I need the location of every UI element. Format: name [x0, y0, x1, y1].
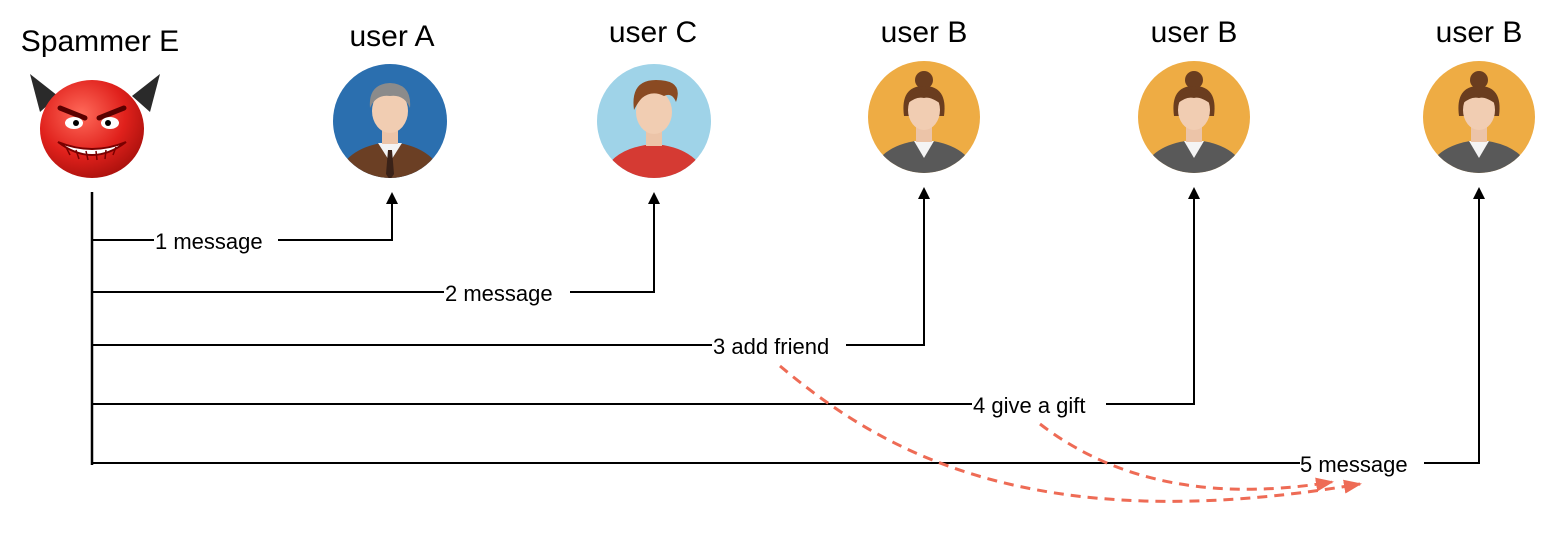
actor-title-user-b-3: user B	[1435, 16, 1523, 49]
actor-title-user-c: user C	[608, 16, 698, 49]
businesswoman-avatar-icon	[1423, 61, 1535, 173]
message-label-3: 3 add friend	[713, 334, 829, 359]
young-man-avatar-icon	[597, 64, 711, 178]
businesswoman-avatar-icon	[868, 61, 980, 173]
devil-face-icon	[30, 74, 160, 178]
dashed-arrow-gift-to-message	[1039, 422, 1334, 492]
message-arrow-3: 3 add friend	[92, 187, 930, 359]
message-arrow-2: 2 message	[92, 192, 660, 306]
dashed-arrow-add-friend-to-message	[779, 364, 1362, 503]
message-label-2: 2 message	[445, 281, 553, 306]
businessman-avatar-icon	[333, 64, 447, 178]
message-label-1: 1 message	[155, 229, 263, 254]
message-arrow-1: 1 message	[92, 192, 398, 254]
actor-title-spammer: Spammer E	[20, 25, 180, 58]
actor-title-user-a: user A	[349, 20, 435, 53]
businesswoman-avatar-icon	[1138, 61, 1250, 173]
message-arrow-4: 4 give a gift	[92, 187, 1200, 418]
message-label-4: 4 give a gift	[973, 393, 1086, 418]
message-arrow-5: 5 message	[92, 187, 1485, 477]
actor-title-user-b-1: user B	[880, 16, 968, 49]
message-label-5: 5 message	[1300, 452, 1408, 477]
actor-title-user-b-2: user B	[1150, 16, 1238, 49]
